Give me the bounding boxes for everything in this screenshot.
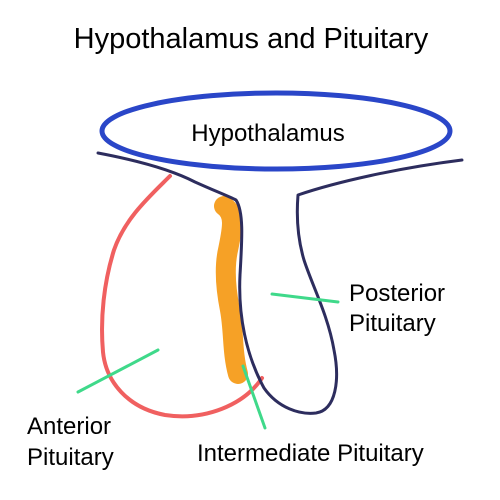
stalk-posterior-outline <box>96 151 464 415</box>
posterior-label-line2: Pituitary <box>349 310 436 337</box>
intermediate-pituitary-band <box>214 196 248 384</box>
anterior-label-line1: Anterior <box>27 413 111 440</box>
anterior-label-line2: Pituitary <box>27 444 114 471</box>
anterior-pituitary-outline <box>100 174 264 419</box>
hypothalamus-label: Hypothalamus <box>191 120 344 147</box>
hypothalamus-ellipse <box>99 90 453 172</box>
posterior-pointer-line <box>270 292 340 304</box>
anterior-pointer-line <box>76 348 160 394</box>
posterior-label-line1: Posterior <box>349 280 445 307</box>
intermediate-pointer-line <box>241 364 267 430</box>
diagram-title: Hypothalamus and Pituitary <box>74 23 429 55</box>
intermediate-label: Intermediate Pituitary <box>197 440 424 467</box>
